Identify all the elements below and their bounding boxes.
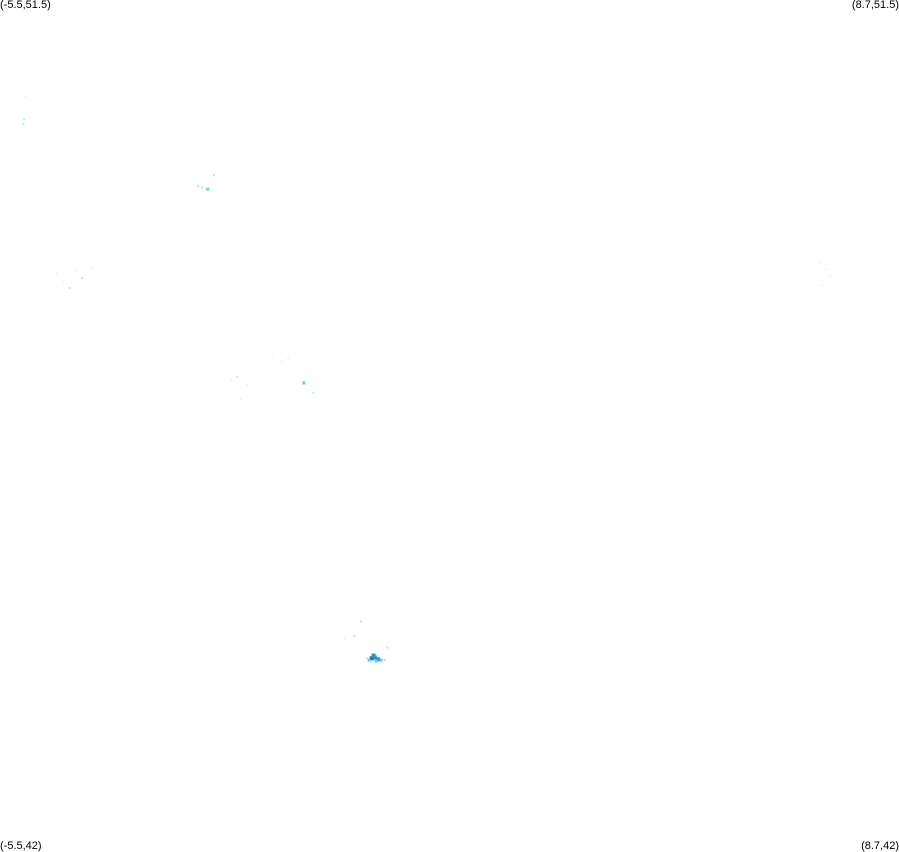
density-point [375,650,378,653]
density-point [197,185,200,188]
density-point [236,375,239,378]
density-point [383,659,386,662]
density-point [271,353,274,356]
density-point [62,281,65,284]
density-point [369,656,374,661]
density-point [371,653,376,658]
density-point [90,266,93,269]
density-points-layer [22,95,831,663]
density-point [239,398,242,401]
density-point [213,173,215,176]
density-point [379,658,383,662]
density-point [369,660,372,663]
density-point [201,186,203,189]
density-point [367,658,371,662]
density-point [825,268,828,271]
density-point [81,277,84,279]
density-point [820,284,823,287]
density-point [75,270,77,273]
corner-label-top-right: (8.7,51.5) [851,0,899,11]
corner-label-bottom-right: (8.7,42) [861,840,899,852]
density-point [22,122,25,125]
density-point [302,381,306,385]
density-point [68,286,71,289]
density-point [386,646,389,649]
density-point [25,95,27,98]
density-point [344,637,346,640]
density-point [23,118,26,121]
density-point [818,260,821,263]
density-point [245,383,248,386]
density-point [359,620,362,623]
density-point [366,657,369,660]
density-point [280,361,283,364]
density-point [230,379,233,382]
density-point [56,272,58,275]
density-point [353,634,356,637]
density-point [376,657,380,662]
density-point [374,659,378,663]
corner-label-top-left: (-5.5,51.5) [0,0,51,11]
density-point [206,187,210,191]
density-point [287,357,290,360]
density-point [312,391,315,394]
corner-label-bottom-left: (-5.5,42) [0,840,42,852]
density-point [828,275,831,278]
